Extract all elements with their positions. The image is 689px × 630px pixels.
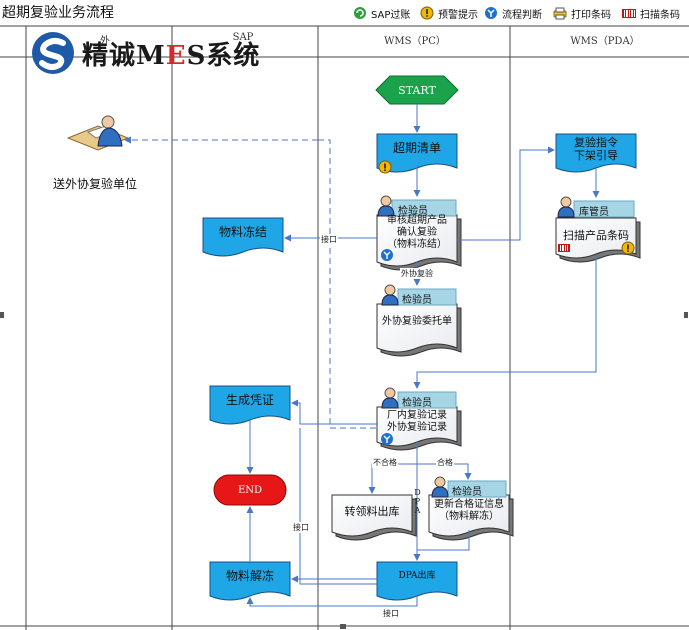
barcode-scan-icon xyxy=(622,6,636,20)
entrust-label: 外协复验委托单 xyxy=(382,315,452,327)
start-node xyxy=(375,75,459,105)
lane-header-outsource: 外 xyxy=(100,36,110,47)
role-record: 检验员 xyxy=(402,398,432,409)
recheck-order-label: 复验指令 下架引导 xyxy=(574,136,618,162)
legend-decision: 流程判断 xyxy=(484,4,542,22)
edge-scan-record xyxy=(413,256,597,389)
role-strip-entrust xyxy=(397,288,457,306)
recheck-order-shape xyxy=(555,133,637,173)
freeze-label: 物料冻结 xyxy=(218,224,267,239)
edge-dpa-interface-left xyxy=(299,428,377,585)
logo-text: 精诚MES系统 xyxy=(82,40,261,71)
decision-badge-record xyxy=(381,433,393,445)
legend-barcode-scan: 扫描条码 xyxy=(622,4,680,22)
review-shape xyxy=(376,214,458,267)
edge-label-interface-bottom: 接口 xyxy=(382,608,400,619)
edge-update-dpa xyxy=(417,530,470,551)
edge-label-qualified: 合格 xyxy=(436,457,454,468)
update-cert-label: 更新合格证信息 （物料解冻） xyxy=(434,499,504,522)
edge-record-qualified xyxy=(417,463,472,480)
outsource-send-label: 送外协复验单位 xyxy=(52,176,137,191)
dpa-out-label: DPA出库 xyxy=(398,570,436,581)
legend-sap-post: SAP过账 xyxy=(353,4,410,22)
edge-record-voucher xyxy=(291,399,377,425)
role-strip-record xyxy=(397,391,457,409)
person-icons xyxy=(377,195,575,498)
barcode-badge-scan xyxy=(558,244,570,252)
end-label: END xyxy=(237,484,263,496)
unfreeze-label: 物料解冻 xyxy=(225,568,274,583)
record-label: 厂内复验记录 外协复验记录 xyxy=(387,410,447,433)
edge-review-recheck xyxy=(457,146,555,241)
edge-label-unqualified: 不合格 xyxy=(372,457,398,468)
warning-badge-scan xyxy=(621,241,635,255)
legend-printer: 打印条码 xyxy=(553,4,611,22)
role-scan: 库管员 xyxy=(579,207,609,218)
edge-label-interface-left: 接口 xyxy=(292,522,310,533)
unfreeze-shape xyxy=(209,561,291,601)
decision-badge-review xyxy=(381,249,393,261)
voucher-shape xyxy=(209,385,291,425)
role-update: 检验员 xyxy=(452,487,482,498)
voucher-label: 生成凭证 xyxy=(225,392,274,407)
diagram-title: 超期复验业务流程 xyxy=(2,5,114,21)
edge-label-interface-freeze: 接口 xyxy=(320,234,338,245)
decision-icon xyxy=(484,6,498,20)
start-label: START xyxy=(398,83,436,97)
sap-post-icon xyxy=(353,6,367,20)
freeze-shape xyxy=(202,217,284,257)
printer-icon xyxy=(553,6,567,20)
overdue-list-label: 超期清单 xyxy=(392,140,441,155)
to-return-shape xyxy=(331,494,413,537)
scan-label: 扫描产品条码 xyxy=(563,228,629,242)
lane-header-wms-pc: WMS（PC） xyxy=(384,36,446,47)
role-entrust: 检验员 xyxy=(402,295,432,306)
outsource-desk-illustration xyxy=(66,115,130,151)
logo-mark-icon xyxy=(32,32,74,74)
role-review: 检验员 xyxy=(398,206,428,217)
role-strip-update xyxy=(447,480,507,498)
to-return-label: 转领料出库 xyxy=(344,504,400,518)
lane-header-sap: SAP xyxy=(232,32,254,43)
dpa-out-shape xyxy=(376,561,458,601)
lane-header-wms-pda: WMS（PDA） xyxy=(570,36,640,47)
logo: 精诚MES系统 xyxy=(30,30,260,76)
warning-badge-overdue xyxy=(378,160,392,174)
edge-dpa-interface-bottom xyxy=(246,596,418,607)
edge-label-outsource: 外协复验 xyxy=(400,268,434,279)
end-node xyxy=(213,474,287,506)
warning-icon xyxy=(420,6,434,20)
review-label: 审核超期产品 确认复验 （物料冻结） xyxy=(387,215,447,250)
entrust-shape xyxy=(376,303,458,353)
swimlanes xyxy=(0,25,689,630)
legend-warning: 预警提示 xyxy=(420,4,478,22)
edge-label-dpa: DPA xyxy=(414,488,421,515)
role-strip-scan xyxy=(573,200,635,218)
edge-outsource-dashed xyxy=(318,139,376,429)
